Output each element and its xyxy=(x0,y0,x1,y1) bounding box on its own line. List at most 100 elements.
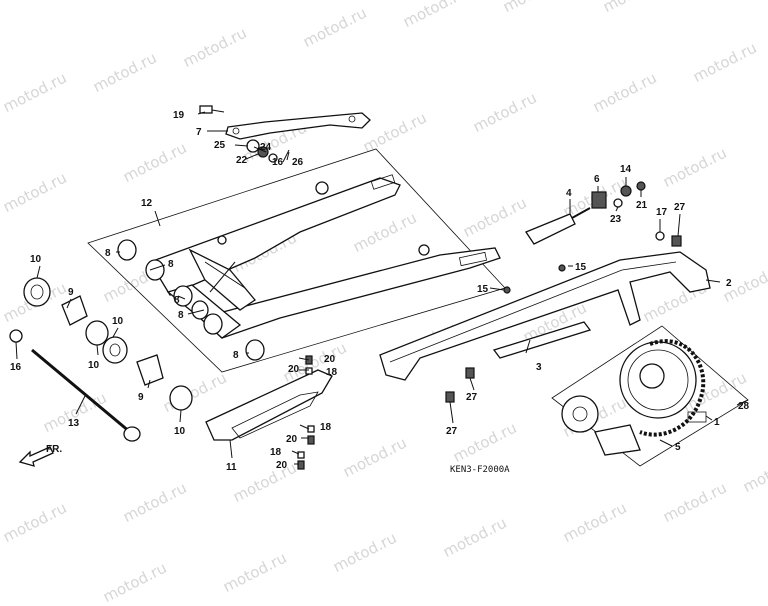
callout-18c: 18 xyxy=(270,447,282,458)
crossmember-mark xyxy=(204,261,246,293)
bushing-8b xyxy=(145,259,165,281)
swingarm-right-arm xyxy=(198,247,501,339)
callout-8c: 8 xyxy=(174,295,180,306)
callout-8d: 8 xyxy=(178,310,184,321)
chain-guard xyxy=(379,251,711,381)
guard-bracket-3 xyxy=(492,321,592,359)
washer-24 xyxy=(268,153,278,163)
chain-slider xyxy=(205,369,333,441)
front-arrow-icon xyxy=(18,446,54,467)
nut-21 xyxy=(636,181,646,191)
screw-20b xyxy=(307,435,315,445)
spacer-9a xyxy=(61,295,88,326)
callout-20d: 20 xyxy=(288,364,300,375)
callout-4: 4 xyxy=(566,188,572,199)
exploded-view: 1 2 3 4 5 6 7 8 8 8 8 8 9 9 10 10 10 10 … xyxy=(9,105,750,475)
callout-13: 13 xyxy=(68,418,80,429)
seal-10d xyxy=(169,385,193,411)
shock-mount-upper xyxy=(315,181,329,195)
callout-12: 12 xyxy=(141,198,153,209)
bushing-8a xyxy=(117,239,137,261)
pivot-bolt-13 xyxy=(31,348,131,434)
callout-20c: 20 xyxy=(276,460,288,471)
axle-slot-left xyxy=(370,174,396,190)
callout-21: 21 xyxy=(636,200,648,211)
shock-mount-lower xyxy=(418,244,430,256)
bushing-8d xyxy=(203,313,223,335)
washer-25 xyxy=(246,139,260,153)
clip-1 xyxy=(687,411,707,423)
seal-10a xyxy=(23,277,51,307)
pivot-bolt-head xyxy=(123,426,141,442)
callout-8e: 8 xyxy=(233,350,239,361)
callout-9b: 9 xyxy=(138,392,144,403)
bolt-19 xyxy=(199,105,213,114)
bushing-8f xyxy=(191,300,209,320)
drive-chain xyxy=(639,339,706,437)
callout-27b: 27 xyxy=(446,426,458,437)
callout-9a: 9 xyxy=(68,287,74,298)
axle-slot-right xyxy=(458,251,488,267)
callout-10d: 10 xyxy=(174,426,186,437)
callout-20b: 20 xyxy=(286,434,298,445)
nut-14 xyxy=(620,185,632,197)
adjuster-bolt xyxy=(571,207,591,219)
chain-slider-slot xyxy=(231,391,319,439)
callout-23: 23 xyxy=(610,214,622,225)
swingarm-crossmember xyxy=(188,248,256,311)
collar-18a xyxy=(305,367,313,375)
callout-27a: 27 xyxy=(466,392,478,403)
mount-boss xyxy=(217,235,227,245)
seal-10b xyxy=(85,320,109,346)
callout-labels: 1 2 3 4 5 6 7 8 8 8 8 8 9 9 10 10 10 10 … xyxy=(10,110,750,473)
callout-20a: 20 xyxy=(324,354,336,365)
adjuster-block-6 xyxy=(591,191,607,209)
callout-18b: 18 xyxy=(320,422,332,433)
callout-14: 14 xyxy=(620,164,632,175)
upper-bracket xyxy=(225,112,371,140)
callout-10c: 10 xyxy=(88,360,100,371)
callout-17: 17 xyxy=(656,207,668,218)
callout-18a: 18 xyxy=(326,367,338,378)
callout-16b: 16 xyxy=(272,157,284,168)
spacer-9b xyxy=(136,354,164,386)
callout-15b: 15 xyxy=(477,284,489,295)
collar-18c xyxy=(297,451,305,459)
callout-19: 19 xyxy=(173,110,185,121)
callout-22: 22 xyxy=(236,155,248,166)
seal-10c xyxy=(102,336,128,364)
grommet-15a xyxy=(558,264,566,272)
callout-11: 11 xyxy=(226,462,237,473)
callout-16a: 16 xyxy=(10,362,22,373)
callout-1: 1 xyxy=(714,417,720,428)
callout-8a: 8 xyxy=(105,248,111,259)
washer-17 xyxy=(655,231,665,241)
leader-lines xyxy=(15,111,749,465)
bolt-27a xyxy=(465,367,475,379)
callout-7: 7 xyxy=(196,127,202,138)
callout-24: 24 xyxy=(260,142,272,153)
front-marker-label: FR. xyxy=(46,444,62,455)
front-sprocket xyxy=(561,395,599,433)
callout-5: 5 xyxy=(675,442,681,453)
callout-6: 6 xyxy=(594,174,600,185)
bushing-8c xyxy=(173,285,193,307)
washer-23 xyxy=(613,198,623,208)
nut-16 xyxy=(9,329,23,343)
callout-3: 3 xyxy=(536,362,542,373)
diagram-code: KEN3-F2000A xyxy=(450,465,510,475)
bolt-27b xyxy=(445,391,455,403)
callout-10a: 10 xyxy=(30,254,42,265)
master-link-5 xyxy=(594,424,641,456)
callout-15a: 15 xyxy=(575,262,587,273)
screw-20c xyxy=(297,460,305,470)
bolt-27c xyxy=(671,235,682,247)
pin-26 xyxy=(282,149,290,163)
callout-2: 2 xyxy=(726,278,732,289)
callout-26: 26 xyxy=(292,157,304,168)
bushing-8e xyxy=(245,339,265,361)
callout-25: 25 xyxy=(214,140,226,151)
callout-27c: 27 xyxy=(674,202,686,213)
callout-28: 28 xyxy=(738,401,750,412)
